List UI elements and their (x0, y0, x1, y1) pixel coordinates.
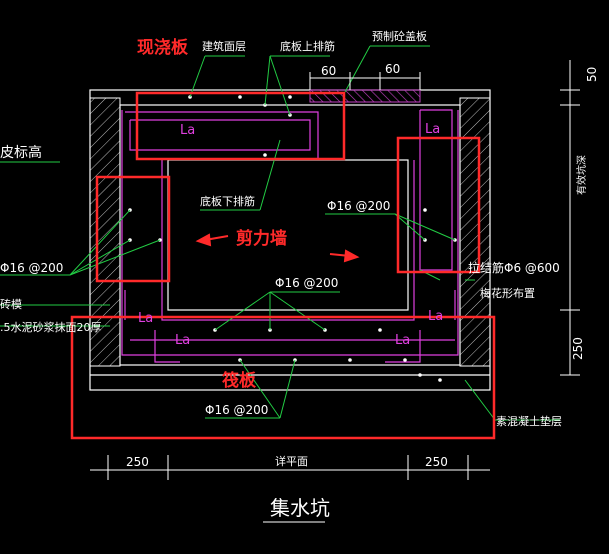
left-rebar-label: Φ16 @200 (0, 261, 63, 275)
precast-cover-label: 预制砼盖板 (372, 29, 427, 43)
brick-formwork-label: 砖模 (0, 297, 22, 311)
raft-highlight (70, 315, 496, 440)
shear-wall-label: 剪力墙 (236, 228, 287, 249)
la-label-6: La (395, 333, 410, 348)
bottom-rebar-label: Φ16 @200 (205, 403, 268, 417)
la-label-3: La (138, 311, 153, 326)
sump-plan-label: 详平面 (275, 454, 308, 468)
highlight-boxes (70, 91, 496, 440)
dim-250-left-label: 250 (126, 455, 149, 469)
effective-depth-label: 有效坑深 (575, 155, 588, 195)
la-label-4: La (428, 309, 443, 324)
tie-bars-label: 拉结筋Φ6 @600 (468, 260, 560, 275)
shear-wall-arrows (195, 233, 360, 263)
dim-60-right: 60 (385, 62, 400, 76)
drawing-title: 集水坑 (270, 496, 330, 520)
left-shear-wall-highlight (95, 175, 171, 283)
raft-label: 筏板 (222, 370, 257, 391)
dim-250-bottom-right-label: 250 (425, 455, 448, 469)
elevation-label: 皮标高 (0, 144, 42, 161)
dim-60-left: 60 (321, 64, 336, 78)
cast-slab-label: 现浇板 (137, 37, 189, 58)
la-label-2: La (425, 122, 440, 137)
cast-slab-highlight (135, 91, 346, 161)
la-label-5: La (175, 333, 190, 348)
right-wall-hatch (459, 97, 491, 367)
building-surface-label: 建筑面层 (202, 39, 246, 53)
right-shear-wall-highlight (396, 136, 481, 274)
la-labels: La La La La La La (138, 122, 443, 348)
rebar-lines (121, 109, 459, 363)
left-wall-hatch (89, 97, 121, 367)
slab-upper-bars-label: 底板上排筋 (280, 39, 335, 53)
right-rebar-label: Φ16 @200 (327, 199, 390, 213)
dimension-lines (90, 60, 580, 523)
dim-50-label: 50 (585, 67, 599, 82)
plum-layout-label: 梅花形布置 (480, 286, 535, 300)
concrete-cushion-label: 素混凝土垫层 (496, 414, 562, 428)
slab-lower-bars-label: 底板下排筋 (200, 194, 255, 208)
mortar-plaster-label: .5水泥砂浆抹面20厚 (0, 320, 102, 334)
dim-250-right-label: 250 (571, 337, 585, 360)
la-label-1: La (180, 123, 195, 138)
center-rebar-label: Φ16 @200 (275, 276, 338, 290)
